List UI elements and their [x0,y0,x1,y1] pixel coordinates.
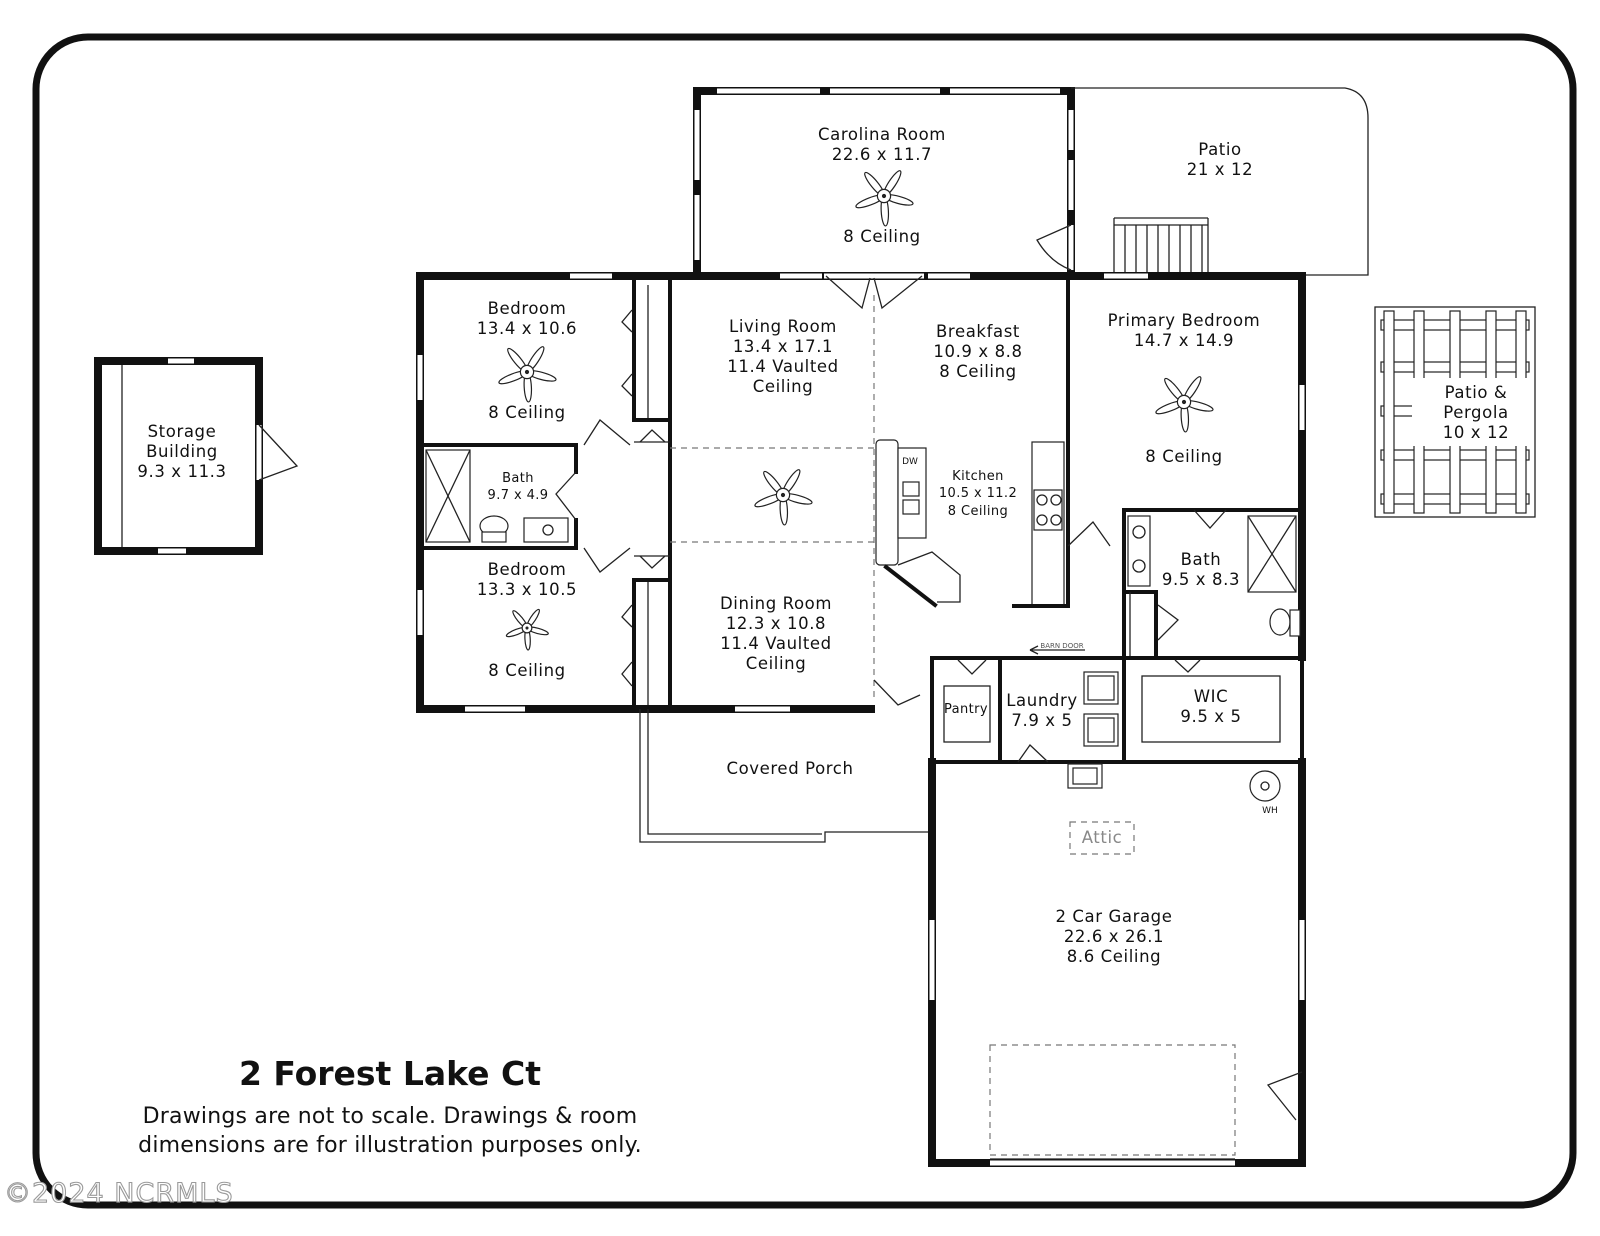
svg-text:12.3 x 10.8: 12.3 x 10.8 [726,614,826,633]
room-label-laundry: Laundry 7.9 x 5 [1006,691,1077,730]
dishwasher-label: DW [902,457,918,467]
room-label-primary-bedroom: Primary Bedroom 14.7 x 14.9 8 Ceiling [1108,311,1261,466]
copyright-watermark: ©2024 NCRMLS [4,1178,234,1209]
room-label-breakfast: Breakfast 10.9 x 8.8 8 Ceiling [933,322,1022,381]
svg-text:Laundry: Laundry [1006,691,1077,710]
svg-text:WIC: WIC [1194,687,1229,706]
svg-text:11.4 Vaulted: 11.4 Vaulted [720,634,831,653]
svg-text:13.4 x 17.1: 13.4 x 17.1 [733,337,833,356]
svg-text:Pantry: Pantry [944,702,988,717]
svg-text:Kitchen: Kitchen [952,469,1004,484]
carolina-room-walls [693,87,1075,280]
svg-text:Bath: Bath [502,471,534,486]
room-label-dining: Dining Room 12.3 x 10.8 11.4 Vaulted Cei… [720,594,832,673]
disclaimer-line-1: Drawings are not to scale. Drawings & ro… [143,1104,638,1129]
room-label-bedroom-1: Bedroom 13.4 x 10.6 8 Ceiling [477,299,577,422]
room-label-carolina: Carolina Room 22.6 x 11.7 8 Ceiling [818,125,946,246]
main-house-walls [416,272,1306,764]
svg-text:2 Car Garage: 2 Car Garage [1055,907,1172,926]
svg-text:9.5 x 8.3: 9.5 x 8.3 [1162,570,1240,589]
svg-text:9.7 x 4.9: 9.7 x 4.9 [488,488,549,503]
svg-text:Bath: Bath [1181,550,1222,569]
svg-text:Patio: Patio [1198,140,1241,159]
svg-text:13.4 x 10.6: 13.4 x 10.6 [477,319,577,338]
room-label-bath-1: Bath 9.7 x 4.9 [488,471,549,503]
svg-text:10.9 x 8.8: 10.9 x 8.8 [933,342,1022,361]
room-label-storage: Storage Building 9.3 x 11.3 [137,422,226,481]
water-heater-label: WH [1262,806,1278,816]
svg-text:10 x 12: 10 x 12 [1443,423,1509,442]
svg-text:8 Ceiling: 8 Ceiling [948,504,1008,519]
svg-text:Patio &: Patio & [1445,383,1508,402]
svg-text:8 Ceiling: 8 Ceiling [488,403,566,422]
svg-text:Bedroom: Bedroom [488,560,567,579]
svg-text:8 Ceiling: 8 Ceiling [939,362,1017,381]
svg-text:Storage: Storage [148,422,217,441]
room-label-covered-porch: Covered Porch [726,759,853,778]
svg-text:21 x 12: 21 x 12 [1187,160,1253,179]
laundry-fixtures [1067,671,1119,789]
svg-text:Bedroom: Bedroom [488,299,567,318]
room-label-garage: 2 Car Garage 22.6 x 26.1 8.6 Ceiling [1055,907,1172,966]
svg-text:8 Ceiling: 8 Ceiling [843,227,921,246]
svg-text:Ceiling: Ceiling [753,377,814,396]
svg-text:8.6 Ceiling: 8.6 Ceiling [1067,947,1161,966]
room-label-pantry: Pantry [944,702,988,717]
svg-text:8 Ceiling: 8 Ceiling [1145,447,1223,466]
room-label-kitchen: Kitchen 10.5 x 11.2 8 Ceiling [939,469,1017,519]
svg-text:Living Room: Living Room [729,317,837,336]
barn-door-label: BARN DOOR [1040,642,1083,650]
svg-text:14.7 x 14.9: 14.7 x 14.9 [1134,331,1234,350]
svg-text:22.6 x 11.7: 22.6 x 11.7 [832,145,932,164]
room-label-patio: Patio 21 x 12 [1187,140,1253,179]
svg-text:13.3 x 10.5: 13.3 x 10.5 [477,580,577,599]
kitchen-fixtures [875,439,1085,655]
garage-walls [928,758,1306,1167]
room-label-living: Living Room 13.4 x 17.1 11.4 Vaulted Cei… [727,317,838,396]
room-label-wic: WIC 9.5 x 5 [1180,687,1241,726]
svg-text:11.4 Vaulted: 11.4 Vaulted [727,357,838,376]
svg-text:Ceiling: Ceiling [746,654,807,673]
svg-text:Primary Bedroom: Primary Bedroom [1108,311,1261,330]
ceiling-fan-icon-bedroom-1 [498,346,557,403]
room-label-pergola: Patio & Pergola 10 x 12 [1443,383,1509,442]
storage-building [94,357,299,555]
ceiling-fan-icon-carolina [855,170,914,227]
attic-label: Attic [1082,828,1123,847]
svg-text:Pergola: Pergola [1443,403,1508,422]
svg-text:8 Ceiling: 8 Ceiling [488,661,566,680]
svg-text:10.5 x 11.2: 10.5 x 11.2 [939,486,1017,501]
covered-porch-outline [639,709,932,843]
outer-frame [32,33,1577,1209]
svg-text:Carolina Room: Carolina Room [818,125,946,144]
property-title: 2 Forest Lake Ct [239,1054,541,1093]
svg-text:Building: Building [146,442,218,461]
svg-text:9.5 x 5: 9.5 x 5 [1180,707,1241,726]
svg-text:9.3 x 11.3: 9.3 x 11.3 [137,462,226,481]
svg-text:Covered Porch: Covered Porch [726,759,853,778]
ceiling-fan-icon-bedroom-2 [505,608,549,651]
pergola-structure [1374,306,1536,518]
svg-text:Breakfast: Breakfast [936,322,1020,341]
ceiling-fan-icon-primary [1155,376,1214,433]
ceiling-fans [498,170,1214,651]
room-label-bath-2: Bath 9.5 x 8.3 [1162,550,1240,589]
room-label-bedroom-2: Bedroom 13.3 x 10.5 8 Ceiling [477,560,577,680]
ceiling-fan-icon-living [754,469,813,526]
svg-text:22.6 x 26.1: 22.6 x 26.1 [1064,927,1164,946]
svg-text:Dining Room: Dining Room [720,594,832,613]
svg-text:7.9 x 5: 7.9 x 5 [1011,711,1072,730]
disclaimer-line-2: dimensions are for illustration purposes… [138,1133,642,1158]
patio-outline [1071,87,1369,276]
bathroom-fixtures [425,449,1301,637]
